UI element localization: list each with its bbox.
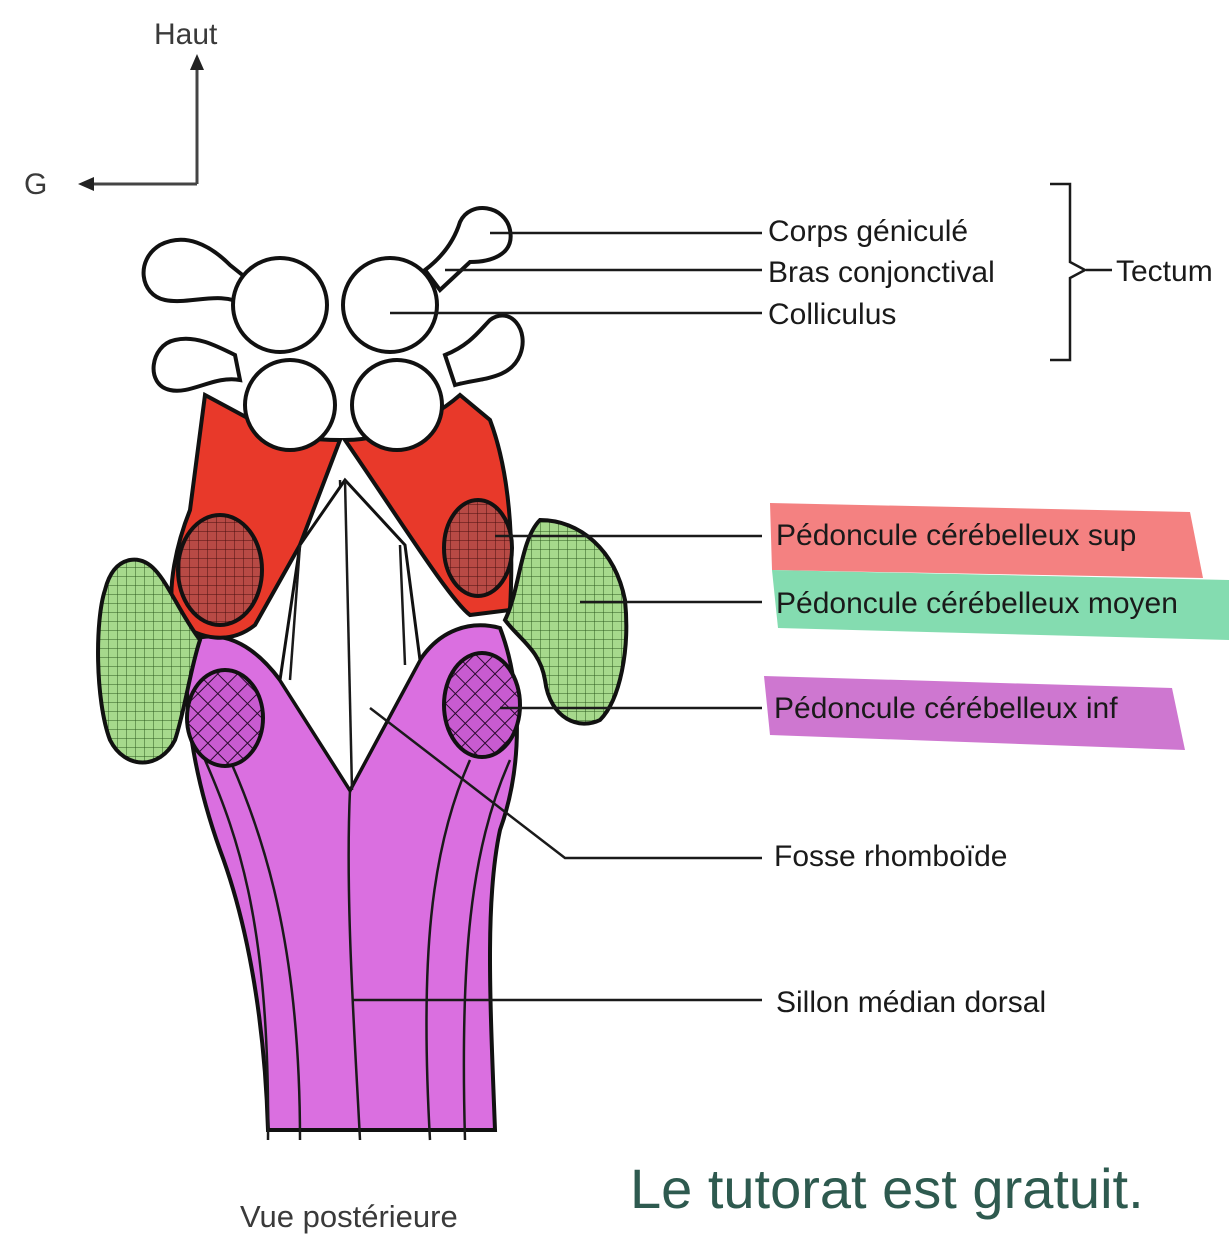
label-colliculus: Colliculus bbox=[768, 298, 896, 331]
colliculus-upper-right bbox=[343, 258, 437, 352]
inferior-peduncle-left-oval bbox=[187, 670, 263, 766]
arrow-up-icon bbox=[190, 54, 204, 70]
superior-peduncle-left-oval bbox=[178, 515, 262, 625]
left-label: G bbox=[24, 168, 47, 201]
superior-peduncle-right-oval bbox=[444, 500, 512, 596]
up-label: Haut bbox=[154, 18, 218, 51]
label-corps-genicule: Corps géniculé bbox=[768, 215, 968, 248]
label-pedoncule-sup: Pédoncule cérébelleux sup bbox=[776, 519, 1136, 552]
label-sillon: Sillon médian dorsal bbox=[776, 986, 1046, 1019]
colliculus-lower-left bbox=[245, 360, 335, 450]
orientation-axes: Haut G bbox=[24, 18, 218, 201]
label-bras-conjonctival: Bras conjonctival bbox=[768, 256, 995, 289]
label-pedoncule-inf: Pédoncule cérébelleux inf bbox=[774, 692, 1118, 725]
arrow-left-icon bbox=[78, 177, 94, 191]
colliculus-lower-right bbox=[352, 360, 442, 450]
label-pedoncule-moyen: Pédoncule cérébelleux moyen bbox=[776, 587, 1178, 620]
banner-text: Le tutorat est gratuit. bbox=[630, 1157, 1144, 1220]
inferior-peduncle-right-oval bbox=[444, 653, 520, 757]
label-fosse: Fosse rhomboïde bbox=[774, 840, 1007, 873]
view-caption: Vue postérieure bbox=[240, 1199, 458, 1234]
label-tectum: Tectum bbox=[1116, 255, 1213, 288]
colliculus-upper-left bbox=[233, 258, 327, 352]
